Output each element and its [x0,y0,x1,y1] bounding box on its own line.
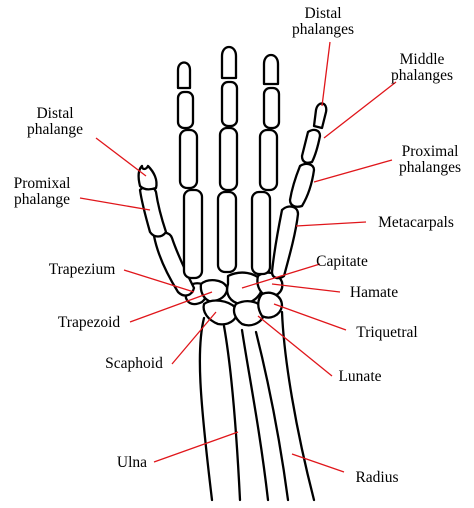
forearm [198,310,316,502]
ring-middle-phalange [262,86,281,130]
label-middle-phalanges-line1: Middle [400,51,445,68]
leader-ulna [153,431,239,463]
label-trapezium: Trapezium [49,261,116,278]
triquetral-bone [257,291,284,319]
middle-distal-phalange [220,45,238,80]
label-promixal-phalange-line1: Promixal [14,175,71,192]
middle-middle-phalange [220,80,239,128]
radius-outline-mid [254,330,290,502]
label-distal-phalange-line2: phalange [27,121,83,138]
leader-trapezoid [129,291,213,323]
label-triquetral: Triquetral [356,324,417,341]
radius-outline-right [280,310,316,502]
labels: Distal phalanges Middle phalanges Distal… [14,5,461,486]
leader-metacarpals [295,221,367,227]
label-capitate: Capitate [316,253,368,270]
label-distal-phalange-line1: Distal [36,105,73,122]
leader-promixal-phalange [79,197,151,211]
ulna-outline-left [198,316,214,502]
ring-finger [250,53,281,276]
ring-distal-phalange [262,53,280,86]
little-distal-phalange [312,102,328,130]
middle-finger [216,45,239,274]
leader-middle-phalanges [323,81,397,139]
ring-proximal-phalange [258,128,279,192]
capitate-bone [226,271,264,306]
leader-lines [79,41,397,473]
thumb [137,164,196,297]
little-finger [270,102,328,280]
leader-lunate [257,315,333,377]
label-distal-phalanges-line1: Distal [304,5,341,22]
scaphoid-bone [202,299,239,326]
leader-distal-phalanges [321,41,331,107]
label-proximal-phalanges-line1: Proximal [402,143,459,160]
index-distal-phalange [176,61,192,90]
index-finger [176,61,204,280]
label-hamate: Hamate [350,284,398,301]
lunate-bone [232,300,266,327]
index-metacarpal [182,188,204,280]
leader-triquetral [273,303,347,331]
label-middle-phalanges-line2: phalanges [391,67,453,84]
middle-proximal-phalange [218,126,239,192]
label-metacarpals: Metacarpals [378,214,454,231]
label-trapezoid: Trapezoid [58,314,121,331]
leader-distal-phalange [95,137,147,177]
leader-scaphoid [171,311,217,365]
label-promixal-phalange-line2: phalange [14,191,70,208]
thumb-distal-phalange [137,164,158,191]
label-proximal-phalanges-line2: phalanges [399,159,461,176]
ulna-outline-right [222,324,242,502]
label-ulna: Ulna [117,454,147,471]
label-lunate: Lunate [338,368,381,385]
ring-metacarpal [250,190,272,276]
trapezoid-bone [199,279,229,303]
middle-metacarpal [216,190,238,274]
thumb-metacarpal [152,231,196,297]
little-metacarpal [270,205,300,280]
leader-proximal-phalanges [313,159,393,183]
radius-outline-left [240,328,270,502]
label-distal-phalanges-line2: phalanges [292,21,354,38]
leader-hamate [271,283,341,293]
leader-radius [291,453,345,473]
carpals [184,271,284,327]
leader-trapezium [123,269,195,293]
little-middle-phalange [300,128,322,164]
label-radius: Radius [355,469,398,486]
thumb-proximal-phalange [138,185,168,238]
label-scaphoid: Scaphoid [105,355,163,372]
leader-capitate [241,263,321,289]
index-middle-phalange [176,90,195,130]
index-proximal-phalange [178,128,199,190]
little-proximal-phalange [288,162,316,208]
